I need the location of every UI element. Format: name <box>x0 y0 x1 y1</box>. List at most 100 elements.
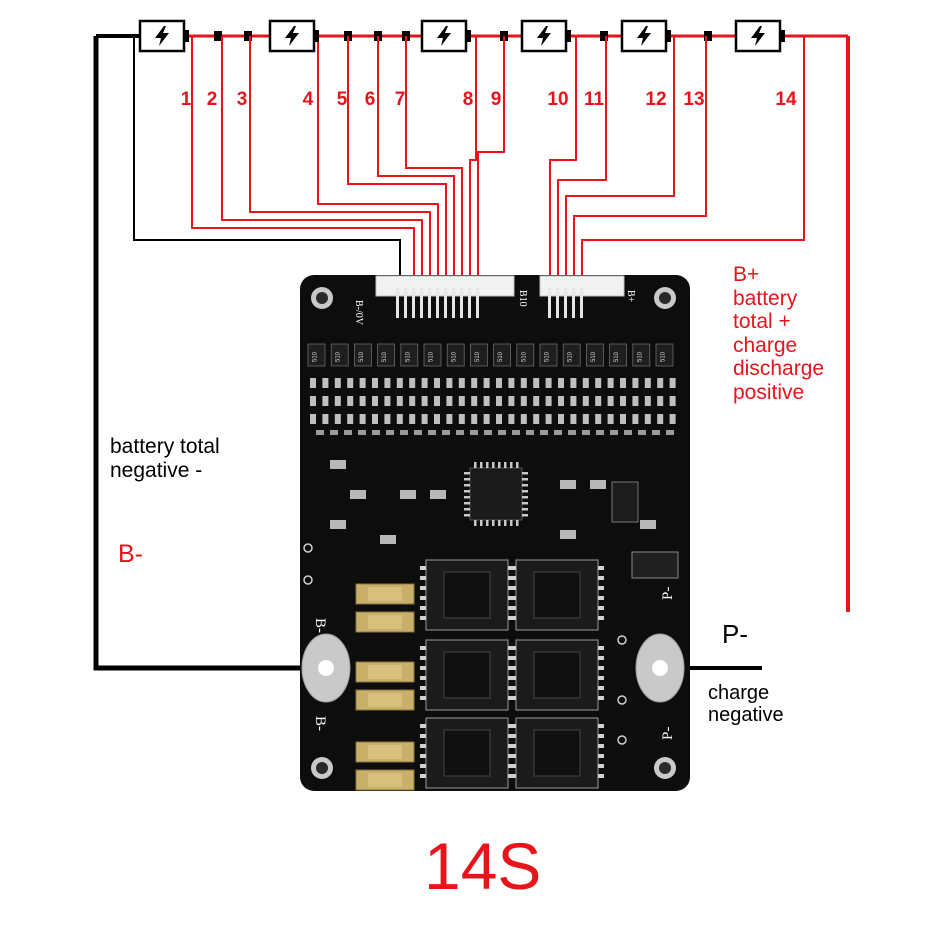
smd-component <box>582 414 589 424</box>
silk-bminus-top: B- <box>312 618 328 633</box>
tap-number: 3 <box>237 89 248 110</box>
smd-component <box>347 414 354 424</box>
smd-component <box>520 396 527 406</box>
smd-component <box>644 378 651 388</box>
chain-connector <box>214 31 222 41</box>
smd-component <box>595 396 602 406</box>
ic-pin <box>522 478 528 481</box>
battery-cell <box>138 19 189 53</box>
smd-component <box>526 430 534 435</box>
smd-component <box>570 414 577 424</box>
resistor-code: 510 <box>429 351 435 362</box>
ic-pin <box>504 520 507 526</box>
connector-pin <box>404 288 407 318</box>
mosfet-lead <box>420 754 426 758</box>
smd-component <box>508 378 515 388</box>
ic-pin <box>522 514 528 517</box>
smd-component <box>434 396 440 406</box>
mosfet-lead <box>510 744 516 748</box>
tap-number: 12 <box>645 89 666 110</box>
resistor-code: 510 <box>498 351 504 362</box>
connector-pin <box>412 288 415 318</box>
mosfet-lead <box>420 676 426 680</box>
ic-pin <box>492 520 495 526</box>
title-14s: 14S <box>424 829 542 903</box>
mosfet <box>510 639 604 711</box>
lightning-bolt-icon <box>637 26 651 46</box>
smd-component <box>644 414 651 424</box>
cell-terminal <box>780 30 785 42</box>
smd-component <box>330 520 346 529</box>
ic-pin <box>464 484 470 487</box>
cell-body <box>620 19 668 53</box>
smd-component <box>359 378 366 388</box>
balance-resistor <box>377 343 396 367</box>
smd-component <box>380 535 396 544</box>
ic-pin <box>464 478 470 481</box>
connector-pin <box>580 288 583 318</box>
resistor-code: 510 <box>382 351 388 362</box>
smd-component <box>632 378 639 388</box>
charge-negative-line: negative <box>708 704 784 727</box>
smd-component <box>428 430 436 435</box>
charge-negative-line: charge <box>708 682 770 704</box>
ic-pin <box>522 484 528 487</box>
mosfet-lead <box>598 774 604 778</box>
mosfet-lead <box>510 734 516 738</box>
ic-pin <box>510 462 513 468</box>
mount-hole <box>659 292 671 304</box>
sense-resistor-body <box>368 665 402 679</box>
bplus-label: B+ battery total + charge discharge posi… <box>733 263 824 404</box>
negative-line: battery total <box>110 435 220 458</box>
test-point <box>303 543 313 553</box>
smd-component <box>669 396 676 406</box>
bplus-line: positive <box>733 380 805 404</box>
smd-component <box>446 414 453 424</box>
battery-cell <box>420 19 471 53</box>
mosfet-lead <box>420 666 426 670</box>
bminus-pad-hole <box>318 660 334 676</box>
silk-pminus-bottom: P- <box>660 727 676 740</box>
smd-component <box>372 396 378 406</box>
smd-component <box>409 378 416 388</box>
ic-pin <box>516 520 519 526</box>
smd-component <box>414 430 422 435</box>
balance-tap-wire <box>469 36 477 322</box>
mosfet-lead <box>598 754 604 758</box>
tap-number: 9 <box>491 89 502 110</box>
tap-number: 2 <box>207 89 218 110</box>
smd-component <box>669 378 676 388</box>
cell-terminal <box>184 30 189 42</box>
smd-component <box>595 414 602 424</box>
mosfet-lead <box>598 656 604 660</box>
ic-pin <box>464 514 470 517</box>
smd-component <box>632 414 639 424</box>
ic-pin <box>522 502 528 505</box>
mosfet-lead <box>510 596 516 600</box>
connector-pin <box>548 288 551 318</box>
ic-pin <box>464 472 470 475</box>
ic-pin <box>474 462 477 468</box>
controller-ic <box>469 467 523 521</box>
mosfet-lead <box>510 576 516 580</box>
smd-component <box>334 414 341 424</box>
smd-component <box>359 396 366 406</box>
smd-component <box>657 414 664 424</box>
smd-component <box>396 396 403 406</box>
cell-terminal <box>566 30 571 42</box>
mosfet-die <box>443 729 491 777</box>
cell-terminal <box>466 30 471 42</box>
ic-pin <box>498 462 501 468</box>
balance-resistor <box>586 343 604 367</box>
balance-resistor <box>632 343 651 367</box>
smd-component <box>396 414 403 424</box>
mosfet-lead <box>598 596 604 600</box>
mosfet <box>420 639 514 711</box>
balance-resistor <box>307 343 326 367</box>
connector-pin <box>396 288 399 318</box>
connector-pin <box>428 288 431 318</box>
smd-component <box>669 414 676 424</box>
connector-pin <box>420 288 423 318</box>
lightning-bolt-icon <box>437 26 451 46</box>
